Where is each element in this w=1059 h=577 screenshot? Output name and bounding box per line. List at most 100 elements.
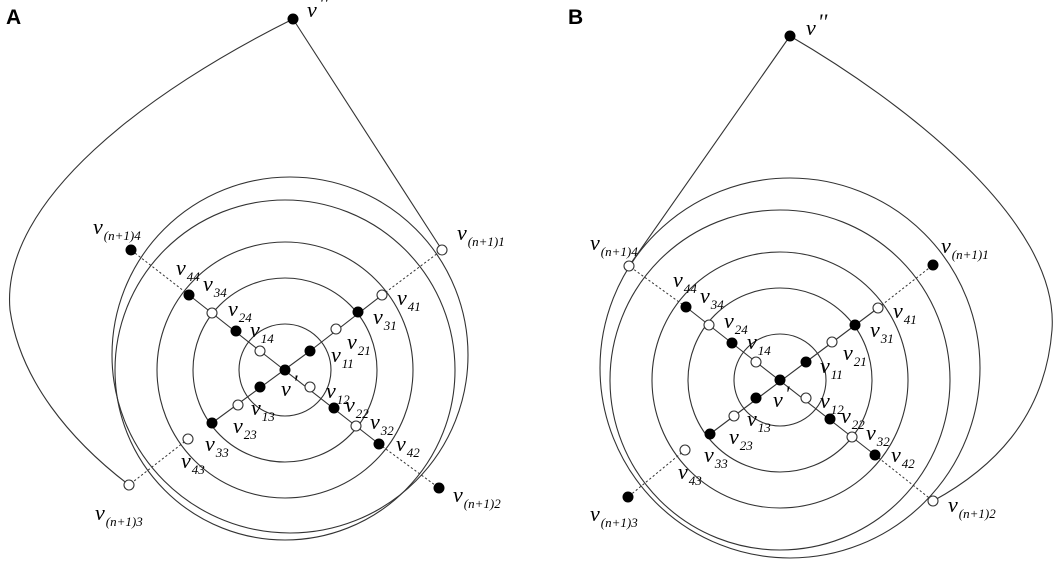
vertex-v34 <box>206 307 218 319</box>
cycle-ring-1 <box>238 323 332 417</box>
vertex-v23 <box>728 410 740 422</box>
vertex-label-vn4: v(n+1)4 <box>93 214 141 243</box>
graph-edge <box>309 294 383 352</box>
vertex-label-v32: v32 <box>370 409 394 438</box>
vertex-label-v_center: v' <box>281 370 298 401</box>
vertex-vn2 <box>927 495 939 507</box>
vertex-v32 <box>350 420 362 432</box>
vertex-label-v13: v13 <box>747 406 771 435</box>
vertex-label-v31: v31 <box>373 304 397 333</box>
vertex-v24 <box>726 337 738 349</box>
vertex-label-v34: v34 <box>203 271 227 300</box>
vertex-vn4 <box>623 260 635 272</box>
vertex-label-v11: v11 <box>331 342 354 371</box>
vertex-v_center <box>774 374 786 386</box>
vertex-label-v43: v43 <box>678 459 702 488</box>
vertex-label-vn4: v(n+1)4 <box>590 230 638 259</box>
vertex-v23 <box>232 399 244 411</box>
vertex-label-v43: v43 <box>181 448 205 477</box>
cycle-ring-1 <box>733 333 827 427</box>
cycle-ring-2 <box>192 277 378 463</box>
cycle-ring-outer <box>599 177 981 559</box>
vertex-label-v44: v44 <box>176 255 200 284</box>
vertex-v_outer <box>784 30 796 42</box>
vertex-label-v_center: v' <box>773 381 790 412</box>
vertex-label-v14: v14 <box>747 329 771 358</box>
vertex-v34 <box>703 319 715 331</box>
graph-edge <box>789 35 1053 502</box>
vertex-vn2 <box>433 482 445 494</box>
vertex-v21 <box>826 336 838 348</box>
vertex-label-v14: v14 <box>250 317 274 346</box>
vertex-label-v21: v21 <box>347 329 371 358</box>
vertex-label-v13: v13 <box>251 395 275 424</box>
vertex-v22 <box>824 413 836 425</box>
vertex-v43 <box>679 444 691 456</box>
cycle-ring-3 <box>156 241 414 499</box>
vertex-label-vn3: v(n+1)3 <box>590 501 638 530</box>
vertex-label-v34: v34 <box>700 283 724 312</box>
vertex-v31 <box>352 306 364 318</box>
vertex-label-vn1: v(n+1)1 <box>941 233 989 262</box>
vertex-label-v_outer: v'' <box>307 0 328 22</box>
vertex-v13 <box>750 392 762 404</box>
vertex-v11 <box>800 356 812 368</box>
vertex-label-v22: v22 <box>345 392 369 421</box>
vertex-label-v42: v42 <box>891 442 915 471</box>
vertex-v33 <box>206 417 218 429</box>
vertex-label-vn3: v(n+1)3 <box>95 500 143 529</box>
vertex-label-v31: v31 <box>870 317 894 346</box>
cycle-ring-outer <box>111 176 469 534</box>
graph-edge <box>685 306 757 363</box>
vertex-label-v_outer: v'' <box>806 9 827 40</box>
vertex-label-v33: v33 <box>704 442 728 471</box>
vertex-vn3 <box>123 479 135 491</box>
vertex-vn3 <box>622 491 634 503</box>
vertex-v32 <box>846 431 858 443</box>
vertex-label-v32: v32 <box>866 420 890 449</box>
vertex-v_outer <box>287 13 299 25</box>
dotted-edge <box>130 249 190 296</box>
vertex-v33 <box>704 428 716 440</box>
vertex-label-v24: v24 <box>724 308 748 337</box>
vertex-label-v44: v44 <box>673 267 697 296</box>
vertex-label-vn2: v(n+1)2 <box>453 482 501 511</box>
vertex-v41 <box>872 302 884 314</box>
vertex-label-v42: v42 <box>396 431 420 460</box>
vertex-v44 <box>680 301 692 313</box>
dotted-edge <box>874 454 934 502</box>
cycle-ring-4 <box>114 199 456 541</box>
graph-edge <box>628 35 791 267</box>
vertex-v14 <box>750 356 762 368</box>
vertex-vn1 <box>927 259 939 271</box>
vertex-v14 <box>254 345 266 357</box>
panel-label: A <box>6 6 21 29</box>
vertex-v24 <box>230 325 242 337</box>
vertex-label-v24: v24 <box>228 296 252 325</box>
vertex-v11 <box>304 345 316 357</box>
vertex-v42 <box>869 449 881 461</box>
vertex-label-v12: v12 <box>326 378 350 407</box>
vertex-label-v22: v22 <box>841 403 865 432</box>
vertex-vn1 <box>436 244 448 256</box>
vertex-v31 <box>849 319 861 331</box>
dotted-edge <box>877 264 934 309</box>
cycle-ring-2 <box>687 287 873 473</box>
vertex-v_center <box>279 364 291 376</box>
vertex-v43 <box>182 433 194 445</box>
vertex-label-v11: v11 <box>820 353 843 382</box>
graph-edge <box>188 294 261 352</box>
vertex-v42 <box>373 438 385 450</box>
vertex-label-vn2: v(n+1)2 <box>948 492 996 521</box>
vertex-v21 <box>330 323 342 335</box>
vertex-v41 <box>376 289 388 301</box>
vertex-label-v21: v21 <box>843 340 867 369</box>
vertex-label-v23: v23 <box>233 413 257 442</box>
vertex-label-v41: v41 <box>893 298 917 327</box>
cycle-ring-4 <box>609 209 951 551</box>
dotted-edge <box>381 249 443 296</box>
vertex-v22 <box>328 402 340 414</box>
vertex-v44 <box>183 289 195 301</box>
